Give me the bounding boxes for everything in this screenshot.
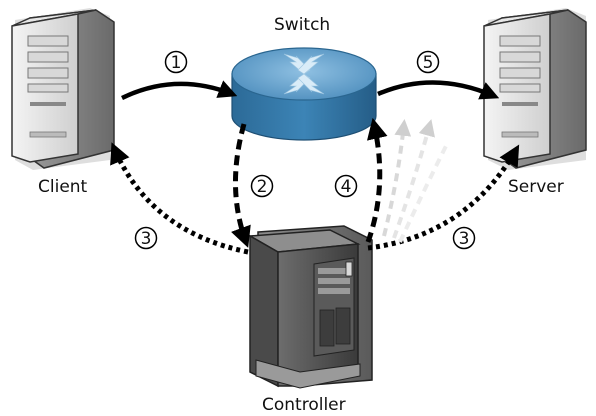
svg-text:1: 1 [171, 53, 182, 73]
step-3-right-marker: 3 [452, 226, 476, 250]
switch-icon [231, 47, 377, 141]
server-server-icon [483, 8, 587, 170]
svg-text:3: 3 [141, 229, 152, 249]
svg-text:5: 5 [423, 53, 434, 73]
step-1-marker: 1 [164, 50, 188, 74]
svg-text:4: 4 [341, 177, 352, 197]
switch-label: Switch [274, 15, 330, 35]
svg-text:3: 3 [459, 229, 470, 249]
arrow-3-controller-to-client [110, 142, 249, 255]
arrow-1-client-to-switch [121, 80, 238, 101]
client-server-icon [11, 8, 115, 170]
controller-label: Controller [262, 395, 346, 415]
server-label: Server [508, 177, 564, 197]
step-5-marker: 5 [416, 50, 440, 74]
svg-text:2: 2 [257, 177, 268, 197]
step-2-marker: 2 [250, 174, 274, 198]
ghost-arrow-a [382, 118, 412, 237]
arrow-3-controller-to-server [367, 144, 520, 251]
arrow-5-switch-to-server [377, 80, 500, 100]
client-label: Client [38, 177, 88, 197]
step-4-marker: 4 [334, 174, 358, 198]
ghost-arrow-b [392, 119, 435, 239]
step-3-left-marker: 3 [134, 226, 158, 250]
controller-icon [247, 225, 373, 389]
arrow-2-switch-to-controller [231, 123, 251, 248]
arrow-4-controller-to-switch [365, 117, 388, 243]
